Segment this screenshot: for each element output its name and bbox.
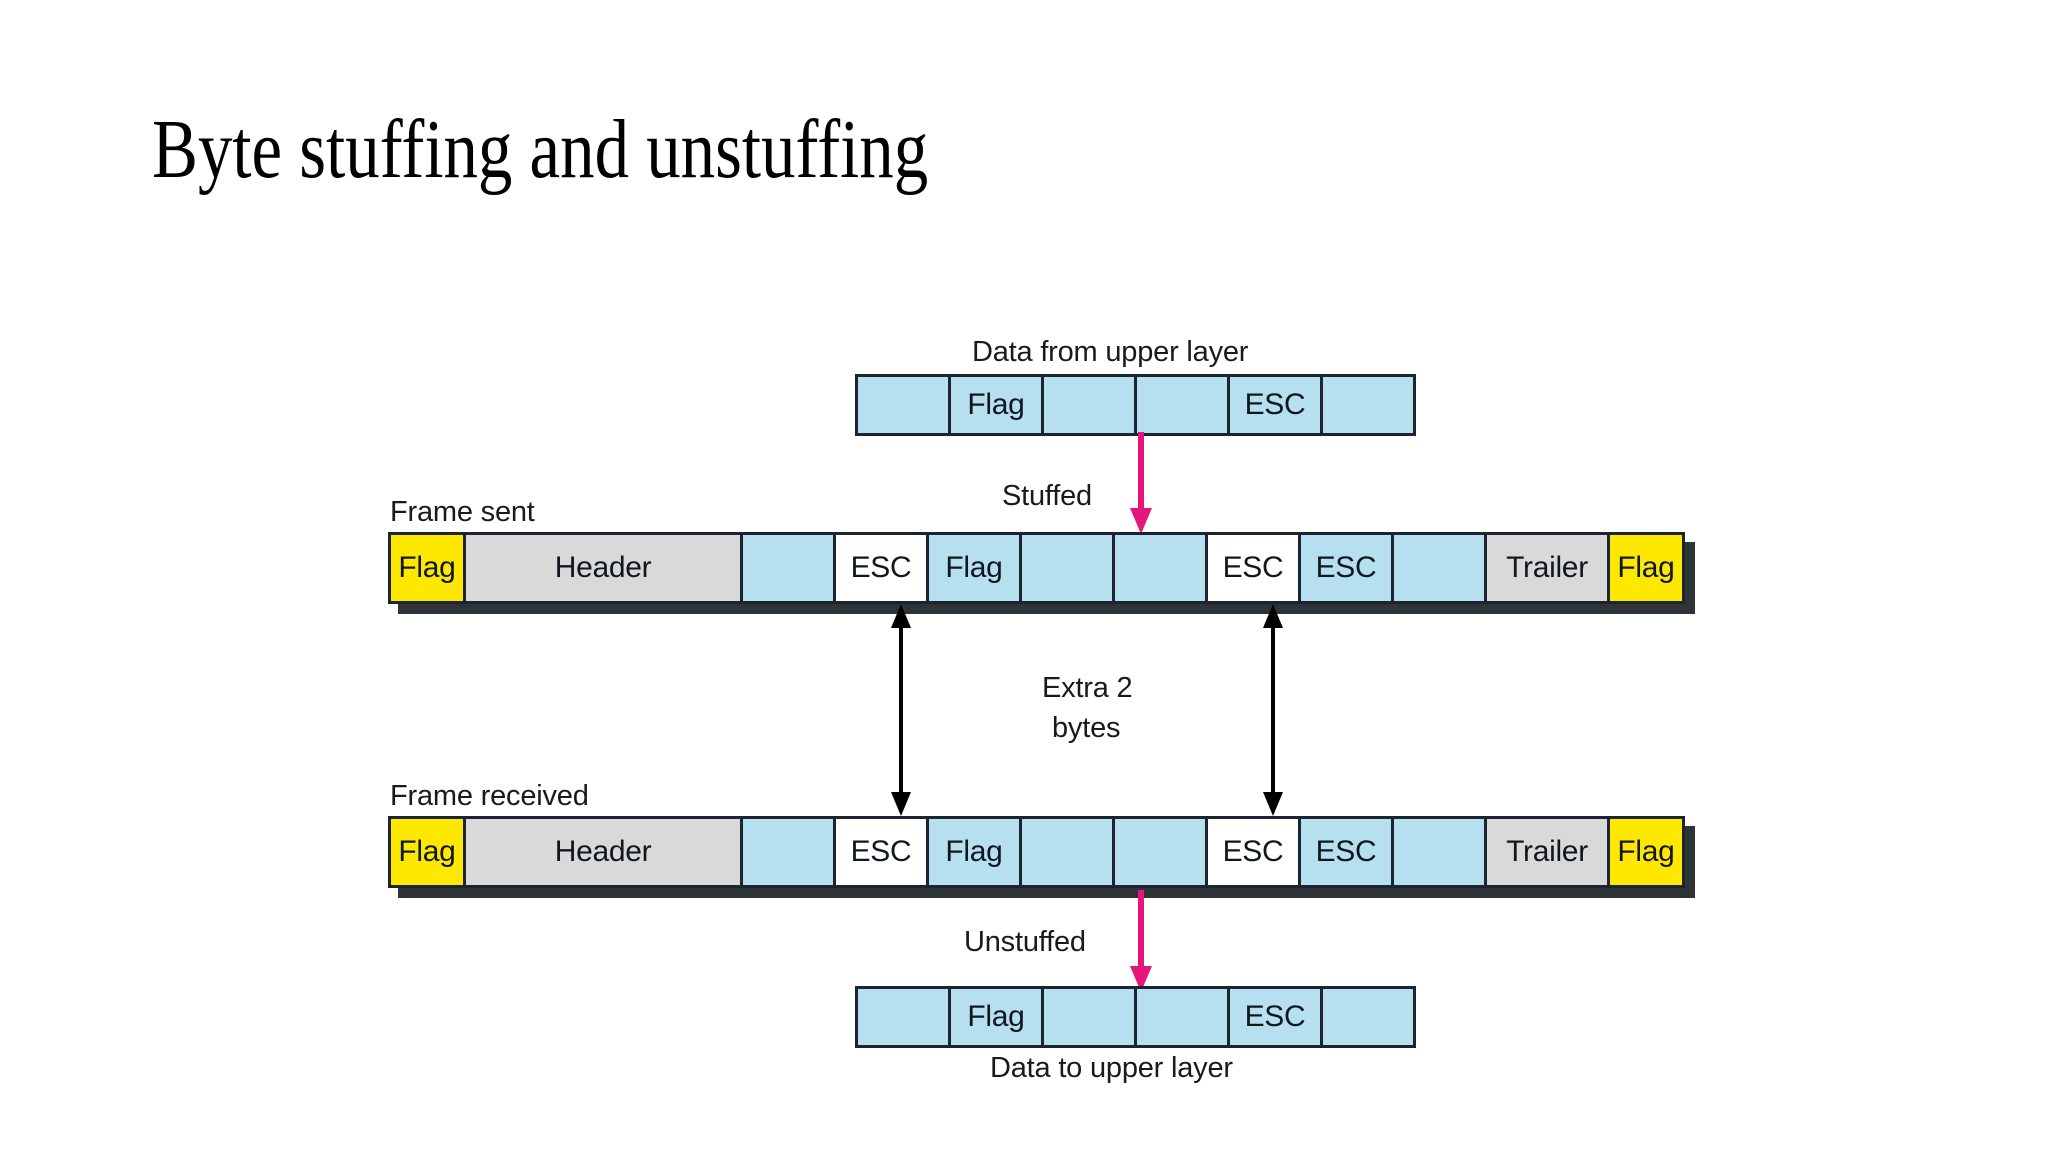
data-from-upper-layer-cell-5-empty	[1320, 374, 1416, 436]
frame-sent-cell-8-esc: ESC	[1298, 532, 1394, 604]
extra-bytes-label-line2: bytes	[1052, 712, 1121, 744]
data-from-upper-layer-cell-4-esc: ESC	[1227, 374, 1323, 436]
frame-received-cell-10-trailer: Trailer	[1484, 816, 1610, 888]
frame-sent-cell-0-flag: Flag	[388, 532, 466, 604]
frame-received-cell-7-esc: ESC	[1205, 816, 1301, 888]
frame-sent-cell-10-trailer: Trailer	[1484, 532, 1610, 604]
frame-sent-label: Frame sent	[390, 496, 535, 528]
frame-received-cell-3-esc: ESC	[833, 816, 929, 888]
frame-sent-cell-4-flag: Flag	[926, 532, 1022, 604]
frame-received-cell-0-flag: Flag	[388, 816, 466, 888]
frame-sent-cell-9-empty	[1391, 532, 1487, 604]
data-from-upper-layer-cell-2-empty	[1041, 374, 1137, 436]
frame-sent-cell-11-flag: Flag	[1607, 532, 1685, 604]
data-to-upper-layer-caption: Data to upper layer	[990, 1052, 1233, 1084]
data-from-upper-layer-cell-0-empty	[855, 374, 951, 436]
frame-received-cell-11-flag: Flag	[1607, 816, 1685, 888]
frame-sent-cell-1-header: Header	[463, 532, 743, 604]
data-from-upper-layer-cell-3-empty	[1134, 374, 1230, 436]
data-to-upper-layer-cell-1-flag: Flag	[948, 986, 1044, 1048]
frame-sent-cell-7-esc: ESC	[1205, 532, 1301, 604]
frame-received-cell-1-header: Header	[463, 816, 743, 888]
frame-received-cell-5-empty	[1019, 816, 1115, 888]
frame-sent-cell-3-esc: ESC	[833, 532, 929, 604]
frame-sent-cell-5-empty	[1019, 532, 1115, 604]
data-from-upper-layer-row: Flag ESC	[855, 374, 1416, 436]
data-to-upper-layer-row: Flag ESC	[855, 986, 1416, 1048]
extra-bytes-left-arrow-icon	[891, 604, 911, 816]
stuffed-arrow-icon	[1130, 432, 1152, 534]
data-to-upper-layer-cell-0-empty	[855, 986, 951, 1048]
frame-received-cell-8-esc: ESC	[1298, 816, 1394, 888]
unstuffed-label: Unstuffed	[964, 926, 1086, 958]
data-to-upper-layer-cell-5-empty	[1320, 986, 1416, 1048]
data-to-upper-layer-cell-3-empty	[1134, 986, 1230, 1048]
frame-received-label: Frame received	[390, 780, 589, 812]
data-to-upper-layer-cell-2-empty	[1041, 986, 1137, 1048]
extra-bytes-label-line1: Extra 2	[1042, 672, 1133, 704]
frame-received-cell-9-empty	[1391, 816, 1487, 888]
frame-sent-cell-6-empty	[1112, 532, 1208, 604]
frame-received-cell-6-empty	[1112, 816, 1208, 888]
frame-sent-cell-2-empty	[740, 532, 836, 604]
stuffed-label: Stuffed	[1002, 480, 1092, 512]
frame-received-cell-2-empty	[740, 816, 836, 888]
data-from-upper-layer-caption: Data from upper layer	[972, 336, 1249, 368]
data-from-upper-layer-cell-1-flag: Flag	[948, 374, 1044, 436]
data-to-upper-layer-cell-4-esc: ESC	[1227, 986, 1323, 1048]
page-title: Byte stuffing and unstuffing	[152, 103, 929, 196]
extra-bytes-right-arrow-icon	[1263, 604, 1283, 816]
unstuffed-arrow-icon	[1130, 890, 1152, 992]
frame-received-cell-4-flag: Flag	[926, 816, 1022, 888]
